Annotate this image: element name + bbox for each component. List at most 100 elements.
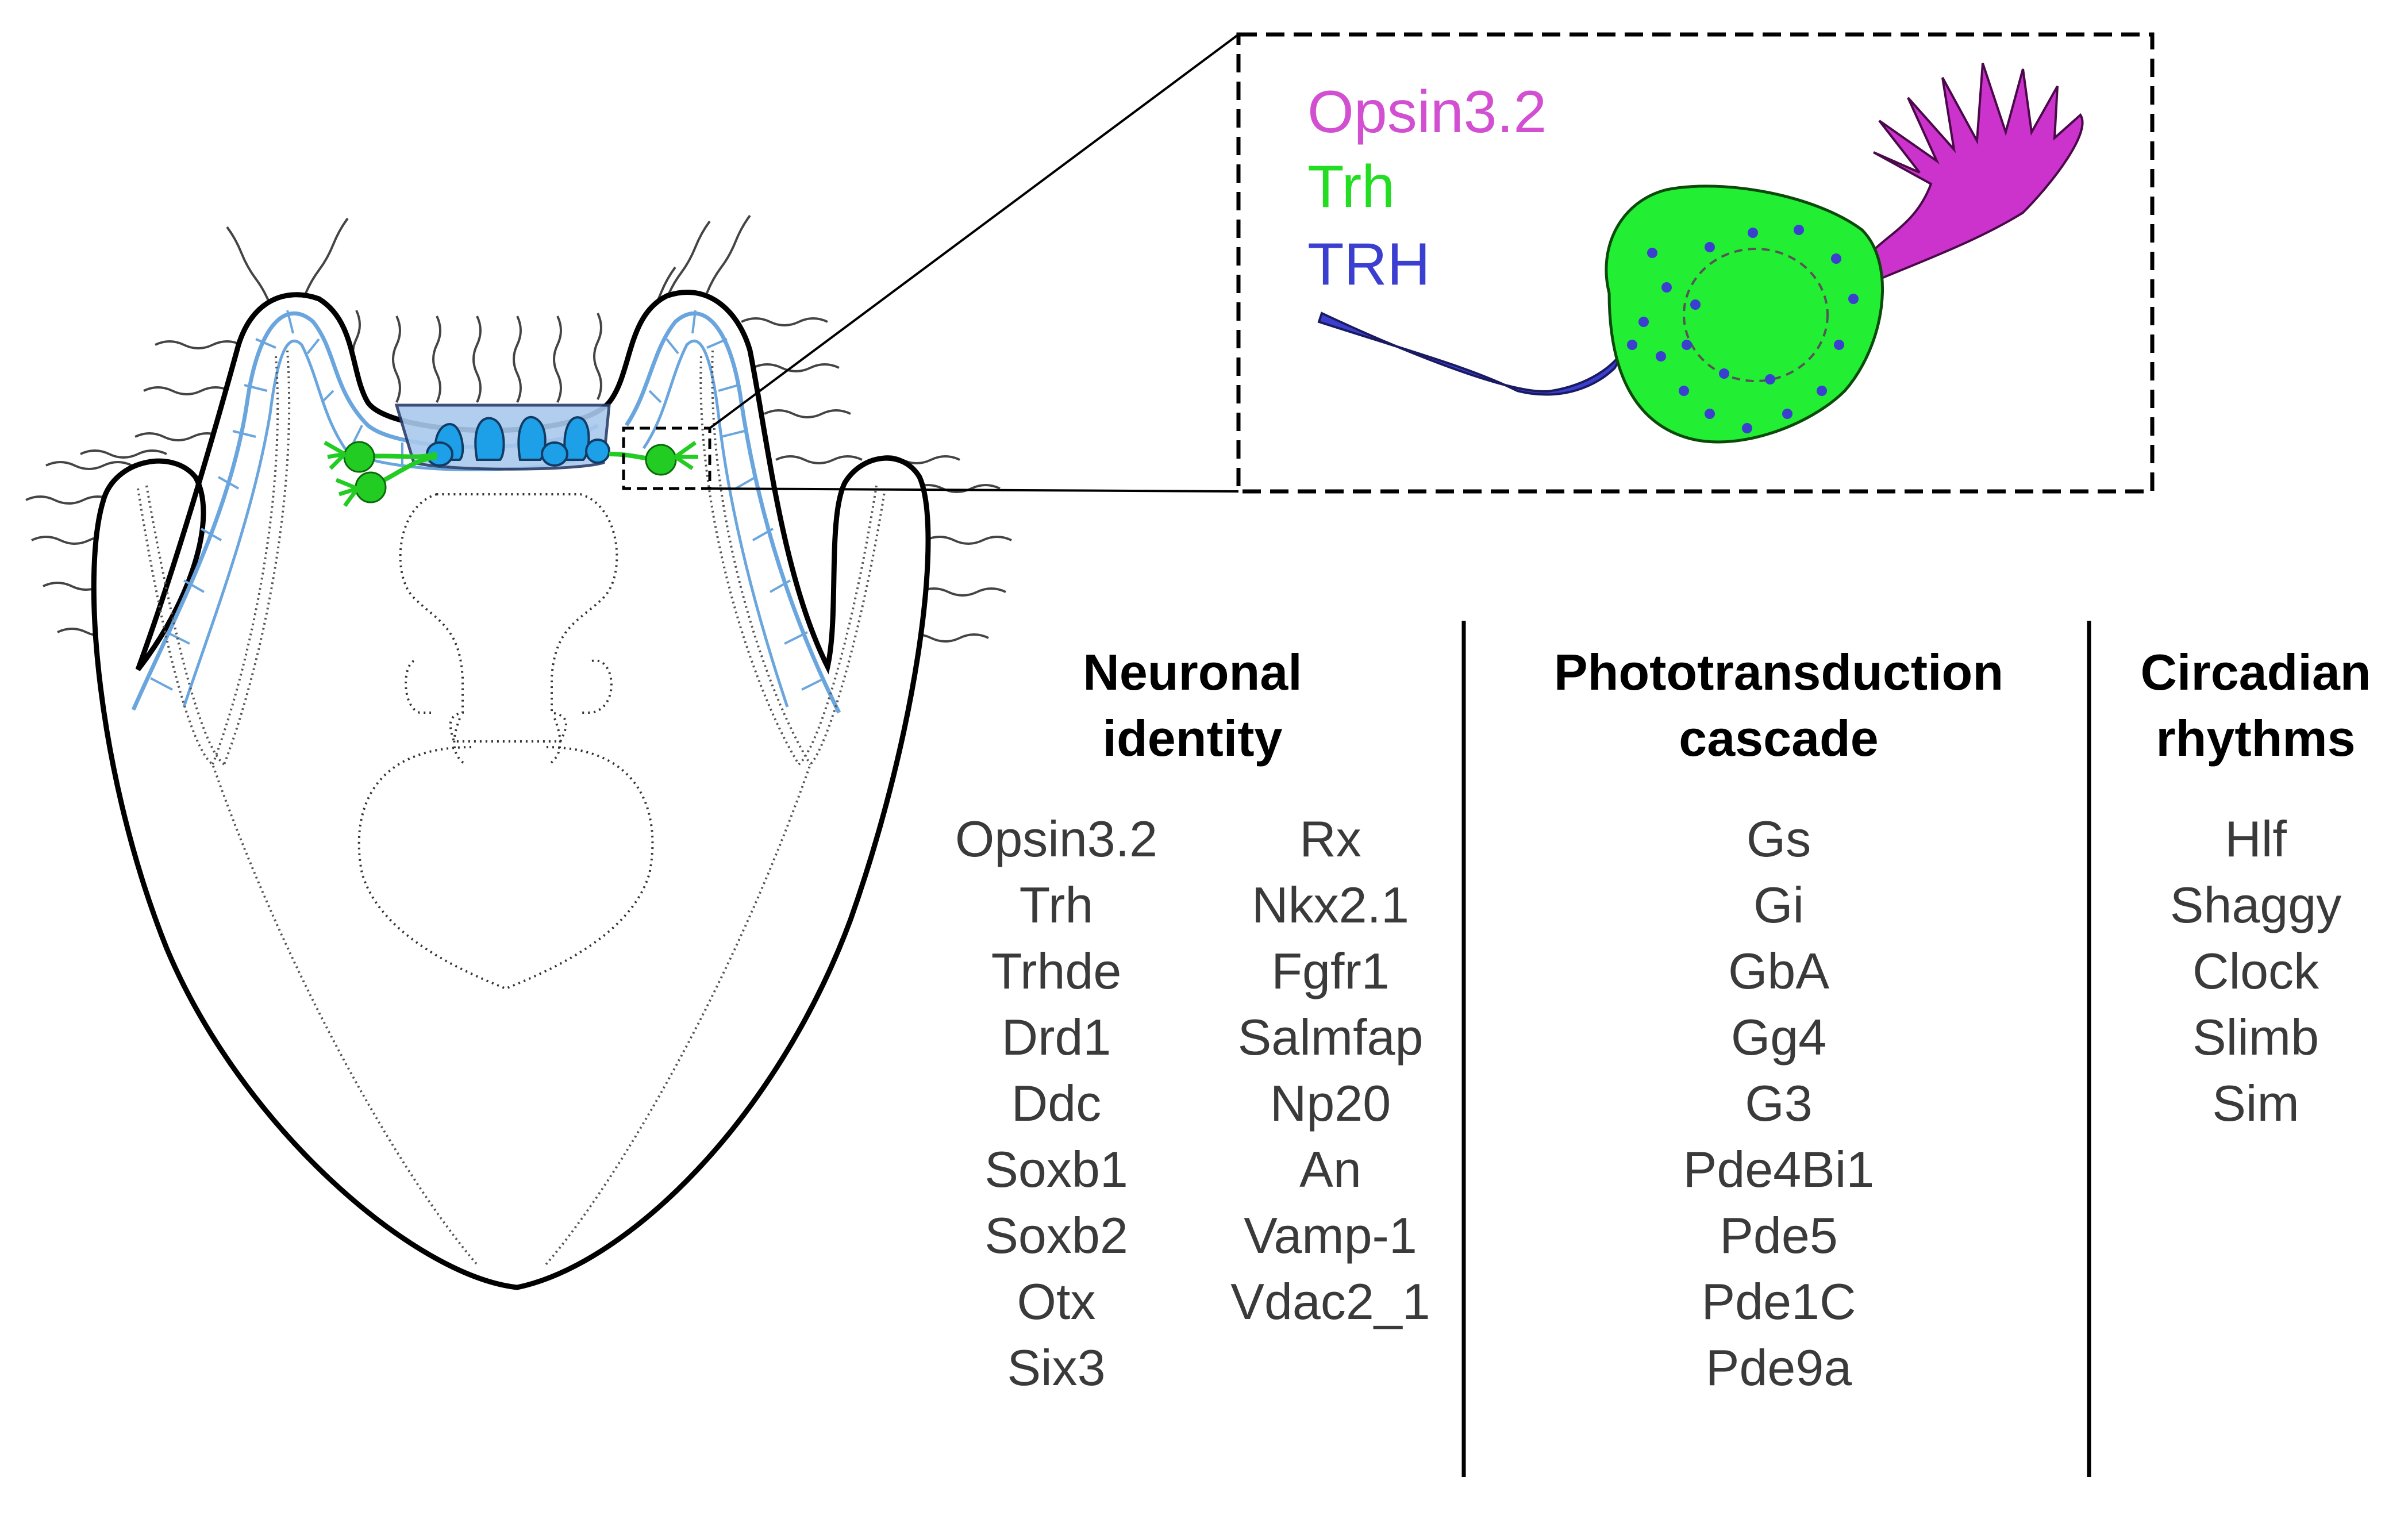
larva-illustration <box>25 214 1012 1290</box>
cilium <box>913 484 1001 493</box>
vesicle <box>1705 242 1715 252</box>
cilium <box>919 587 1006 597</box>
ciliary-band-rung <box>286 310 294 334</box>
ciliary-band-rung <box>255 338 276 349</box>
gene-label: Vamp-1 <box>1244 1207 1417 1264</box>
gene-label: Pde1C <box>1701 1273 1856 1330</box>
ciliary-band-left-inner <box>182 339 610 707</box>
vesicle <box>1638 317 1649 327</box>
gene-label: Pde4Bi1 <box>1683 1141 1875 1198</box>
gene-label: Shaggy <box>2170 876 2341 933</box>
cilium <box>45 461 133 470</box>
zoom-line-bottom <box>709 487 1239 493</box>
gene-label: Hlf <box>2225 810 2287 867</box>
heading-phototransduction-line1: Phototransduction <box>1554 644 2003 701</box>
vesicle <box>1647 248 1657 258</box>
gene-label: Gi <box>1753 876 1804 933</box>
gene-label: Salmfap <box>1238 1009 1424 1066</box>
zoom-region-box <box>622 426 711 490</box>
ciliary-band-rung <box>648 390 662 403</box>
nucleus <box>1683 248 1829 382</box>
cell-body <box>1605 184 1884 444</box>
vesicle <box>1742 423 1752 433</box>
cilium <box>472 316 482 403</box>
gene-label: Pde9a <box>1706 1339 1852 1396</box>
cilium <box>143 386 230 395</box>
vesicle <box>1656 351 1666 362</box>
cilium <box>752 363 840 372</box>
ciliary-band-rung <box>718 384 739 392</box>
cilium <box>226 226 271 305</box>
gene-label: Np20 <box>1270 1075 1391 1132</box>
gene-label: Six3 <box>1007 1339 1105 1396</box>
heading-neuronal-identity-line2: identity <box>1103 710 1283 767</box>
gut <box>357 493 654 990</box>
cilium <box>432 316 441 403</box>
ciliary-band-rung <box>706 338 728 349</box>
ciliary-band-rung <box>770 579 791 593</box>
cilium <box>553 316 562 403</box>
gene-label: Gg4 <box>1731 1009 1826 1066</box>
cilium <box>925 536 1012 545</box>
vesicle <box>1705 409 1715 419</box>
gene-label: Sim <box>2212 1075 2299 1132</box>
gene-label: Clock <box>2192 943 2319 999</box>
ciliary-band-rung <box>244 384 268 392</box>
vesicle <box>1748 228 1758 238</box>
trh-neurons <box>324 440 698 507</box>
gene-label: An <box>1299 1141 1361 1198</box>
ciliary-band-rung <box>735 476 756 490</box>
apical-organ <box>394 403 611 471</box>
cilium <box>513 316 522 403</box>
gene-label: Drd1 <box>1002 1009 1111 1066</box>
ciliary-band-rung <box>752 528 774 541</box>
gene-label: Fgfr1 <box>1271 943 1389 999</box>
vesicle <box>1831 253 1841 264</box>
vesicle <box>1782 409 1792 419</box>
ciliary-band-rung <box>218 476 239 490</box>
cilium <box>392 316 401 403</box>
cilium <box>706 214 751 294</box>
legend-trh-gene: Trh <box>1307 153 1395 220</box>
gene-label: Soxb1 <box>984 1141 1128 1198</box>
gene-label: Otx <box>1017 1273 1096 1330</box>
gene-label: Soxb2 <box>984 1207 1128 1264</box>
vesicle <box>1834 340 1844 350</box>
cilium <box>593 313 602 400</box>
vesicle <box>1661 282 1672 293</box>
cilium <box>134 432 222 441</box>
gene-label: Rx <box>1299 810 1361 867</box>
ciliary-band-rung <box>150 677 173 691</box>
body-ridges <box>137 350 886 1266</box>
cilium <box>775 455 863 464</box>
heading-circadian-line1: Circadian <box>2140 644 2371 701</box>
trh-vesicles <box>1627 225 1859 433</box>
cilium <box>80 449 167 459</box>
gene-label: Trhde <box>991 943 1122 999</box>
larva-body-outline <box>91 290 931 1290</box>
gene-label: Vdac2_1 <box>1230 1273 1430 1330</box>
legend-opsin: Opsin3.2 <box>1307 79 1547 145</box>
vesicle <box>1765 374 1775 384</box>
gene-label: GbA <box>1728 943 1829 999</box>
gene-label: Trh <box>1020 876 1094 933</box>
ciliary-band-rung <box>183 579 205 593</box>
zoom-line-top <box>709 33 1240 429</box>
vesicle <box>1690 299 1701 310</box>
cilium <box>155 340 242 349</box>
vesicle <box>1848 294 1859 304</box>
gene-label: Ddc <box>1011 1075 1102 1132</box>
cilium <box>303 217 349 297</box>
cilium <box>741 317 828 326</box>
heading-circadian-line2: rhythms <box>2156 710 2355 767</box>
gene-table: Neuronal identity Opsin3.2TrhTrhdeDrd1Dd… <box>955 621 2371 1477</box>
ciliary-band-rung <box>801 677 825 691</box>
gene-label: G3 <box>1745 1075 1812 1132</box>
vesicle <box>1794 225 1804 235</box>
legend-trh-peptide: TRH <box>1307 231 1430 298</box>
photoreceptor-cells <box>426 416 610 467</box>
